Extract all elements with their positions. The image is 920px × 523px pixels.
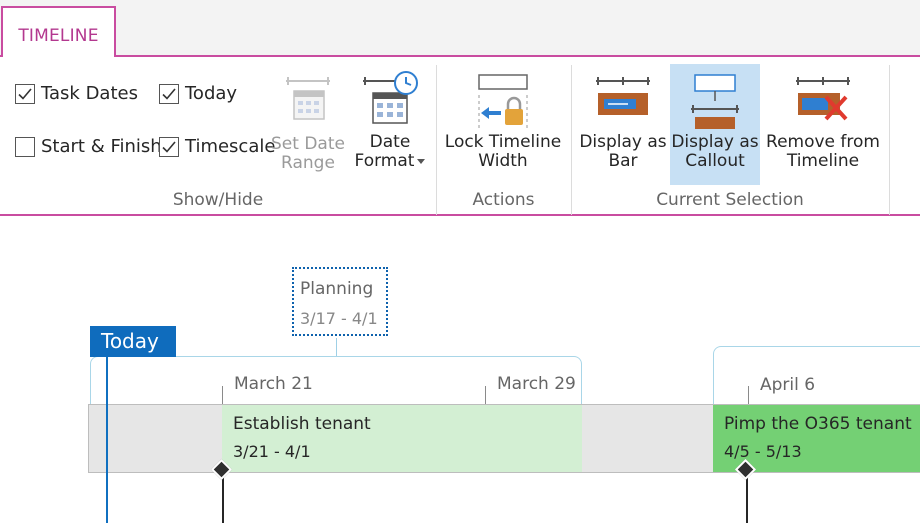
callout-name: Planning — [300, 279, 374, 299]
set-date-range-label-2: Range — [281, 153, 335, 173]
task-dates-label: Task Dates — [41, 83, 138, 104]
today-marker-label: Today — [90, 326, 176, 357]
display-callout-label-2: Callout — [685, 151, 745, 171]
group-label-show-hide: Show/Hide — [172, 190, 264, 210]
group-divider — [436, 65, 437, 215]
dropdown-caret-icon — [417, 158, 426, 164]
tick-label: March 21 — [234, 374, 313, 394]
today-checkbox[interactable]: Today — [159, 83, 237, 104]
start-finish-label: Start & Finish — [41, 136, 162, 157]
timescale-checkbox[interactable]: Timescale — [159, 136, 275, 157]
group-divider — [889, 65, 890, 215]
today-label: Today — [185, 83, 238, 104]
group-label-actions: Actions — [472, 190, 535, 210]
task-name: Establish tenant — [233, 414, 371, 434]
timeline-canvas[interactable]: Planning 3/17 - 4/1 March 21 March 29 Ap… — [0, 218, 920, 523]
display-callout-icon — [691, 74, 739, 129]
group-divider — [571, 65, 572, 215]
task-dates-checkbox[interactable]: Task Dates — [15, 83, 138, 104]
callout-dates: 3/17 - 4/1 — [300, 309, 378, 328]
callout-planning[interactable]: Planning 3/17 - 4/1 — [292, 267, 388, 336]
group-label-current-selection: Current Selection — [656, 190, 804, 210]
timescale-bracket — [90, 356, 582, 404]
timescale-bracket — [713, 346, 920, 404]
timeline-task[interactable]: Establish tenant 3/21 - 4/1 — [222, 405, 582, 472]
tab-timeline[interactable]: TIMELINE — [1, 6, 116, 59]
timescale-tick — [222, 386, 223, 404]
milestone-stem — [746, 476, 748, 523]
milestone-stem — [222, 476, 224, 523]
checkbox-checked-icon — [159, 136, 179, 157]
timescale-label: Timescale — [185, 136, 276, 157]
calendar-clock-icon — [363, 71, 418, 124]
set-date-range-button[interactable]: Set Date Range — [270, 73, 346, 173]
lock-width-label-2: Width — [478, 151, 528, 171]
date-format-button[interactable]: Date Format — [350, 69, 430, 171]
date-format-label-1: Date — [369, 132, 411, 152]
remove-timeline-icon — [796, 77, 850, 121]
today-marker-line — [106, 348, 108, 523]
display-bar-icon — [596, 77, 650, 115]
task-name: Pimp the O365 tenant — [724, 414, 912, 434]
lock-width-label-1: Lock Timeline — [444, 132, 562, 152]
start-finish-checkbox[interactable]: Start & Finish — [15, 136, 162, 157]
task-dates: 3/21 - 4/1 — [233, 442, 311, 461]
checkbox-unchecked-icon — [15, 136, 35, 157]
lock-timeline-width-button[interactable]: Lock Timeline Width — [444, 73, 562, 171]
timescale-tick — [485, 386, 486, 404]
display-as-bar-button[interactable]: Display as Bar — [578, 73, 668, 171]
calendar-range-icon — [286, 77, 330, 120]
display-bar-label-2: Bar — [608, 151, 638, 171]
date-format-label-2: Format — [354, 151, 415, 171]
remove-from-timeline-button[interactable]: Remove from Timeline — [764, 73, 882, 171]
checkbox-checked-icon — [15, 83, 35, 104]
remove-label-1: Remove from — [766, 132, 880, 152]
display-callout-label-1: Display as — [671, 132, 759, 152]
ribbon: Task Dates Today Start & Finish Timescal… — [0, 57, 920, 216]
display-bar-label-1: Display as — [579, 132, 667, 152]
timescale-tick — [748, 386, 749, 404]
display-as-callout-button[interactable]: Display as Callout — [670, 64, 760, 185]
checkbox-checked-icon — [159, 83, 179, 104]
callout-connector — [336, 338, 337, 356]
task-dates: 4/5 - 5/13 — [724, 442, 802, 461]
set-date-range-label-1: Set Date — [271, 134, 345, 154]
tick-label: March 29 — [497, 374, 576, 394]
ribbon-tab-strip: TIMELINE — [0, 0, 920, 59]
remove-label-2: Timeline — [786, 151, 860, 171]
tab-timeline-label: TIMELINE — [18, 26, 99, 46]
lock-width-icon — [478, 74, 528, 129]
tick-label: April 6 — [760, 375, 816, 395]
